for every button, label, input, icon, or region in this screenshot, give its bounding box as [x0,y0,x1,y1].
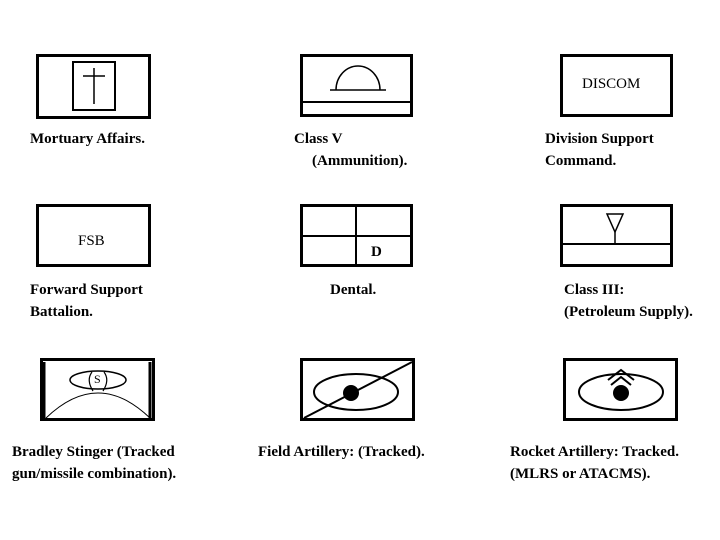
ammunition-dome-icon [335,65,381,91]
class-v-ammunition-symbol [300,54,413,117]
rocket-artillery-symbol [563,358,678,421]
mortuary-affairs-symbol [36,54,151,119]
fsb-symbol [36,204,151,267]
class-iii-caption: Class III: (Petroleum Supply). [564,282,693,320]
stinger-label: S [94,372,101,386]
field-artillery-symbol [300,358,415,421]
bradley-stinger-symbol [40,358,155,421]
fsb-caption: Forward Support Battalion. [30,282,143,320]
rocket-chevron-icon [607,368,635,381]
discom-symbol [560,54,673,117]
rocket-artillery-caption: Rocket Artillery: Tracked. (MLRS or ATAC… [510,444,679,482]
tracked-ellipse-icon [69,370,127,390]
dental-caption: Dental. [330,282,377,298]
tracked-ellipse-icon [313,373,399,411]
class-iii-petroleum-symbol [560,204,673,267]
fsb-label: FSB [78,233,105,249]
bradley-stinger-caption: Bradley Stinger (Tracked gun/missile com… [12,444,177,482]
fuel-drop-icon [605,213,625,234]
discom-caption: Division Support Command. [545,131,654,169]
class-v-caption: Class V (Ammunition). [294,131,408,169]
mortuary-affairs-caption: Mortuary Affairs. [30,131,145,147]
artillery-dot-icon [613,385,629,401]
discom-label: DISCOM [582,76,641,92]
dental-symbol [300,204,413,267]
dental-label: D [371,244,382,260]
field-artillery-caption: Field Artillery: (Tracked). [258,444,425,460]
tracked-ellipse-icon [578,373,664,411]
